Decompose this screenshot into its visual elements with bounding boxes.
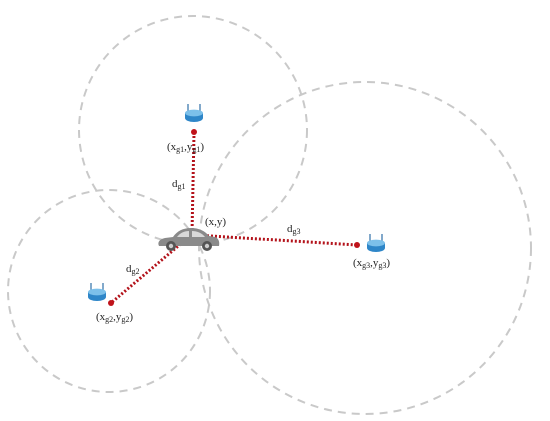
- coverage-circle-g1: [78, 15, 308, 245]
- gateway-label-g1: (xg1,yg1): [167, 141, 204, 154]
- distance-line-g2: [110, 234, 191, 305]
- coverage-circle-g2: [7, 189, 211, 393]
- router-icon: [367, 234, 385, 252]
- anchor-dot-g3: [354, 242, 360, 248]
- coverage-circle-g3: [198, 81, 532, 415]
- distance-line-g1: [190, 132, 196, 235]
- anchor-dot-g1: [191, 129, 197, 135]
- router-icon: [88, 283, 106, 301]
- vehicle-label: (x,y): [205, 216, 226, 228]
- distance-label-g1: dg1: [172, 178, 186, 191]
- distance-label-g3: dg3: [287, 223, 301, 236]
- router-icon: [185, 104, 203, 122]
- distance-line-g3: [194, 233, 358, 247]
- anchor-dot-g2: [108, 300, 114, 306]
- distance-label-g2: dg2: [126, 263, 140, 276]
- gateway-label-g2: (xg2,yg2): [96, 311, 133, 324]
- car-icon: [158, 228, 220, 251]
- gateway-label-g3: (xg3,yg3): [353, 257, 390, 270]
